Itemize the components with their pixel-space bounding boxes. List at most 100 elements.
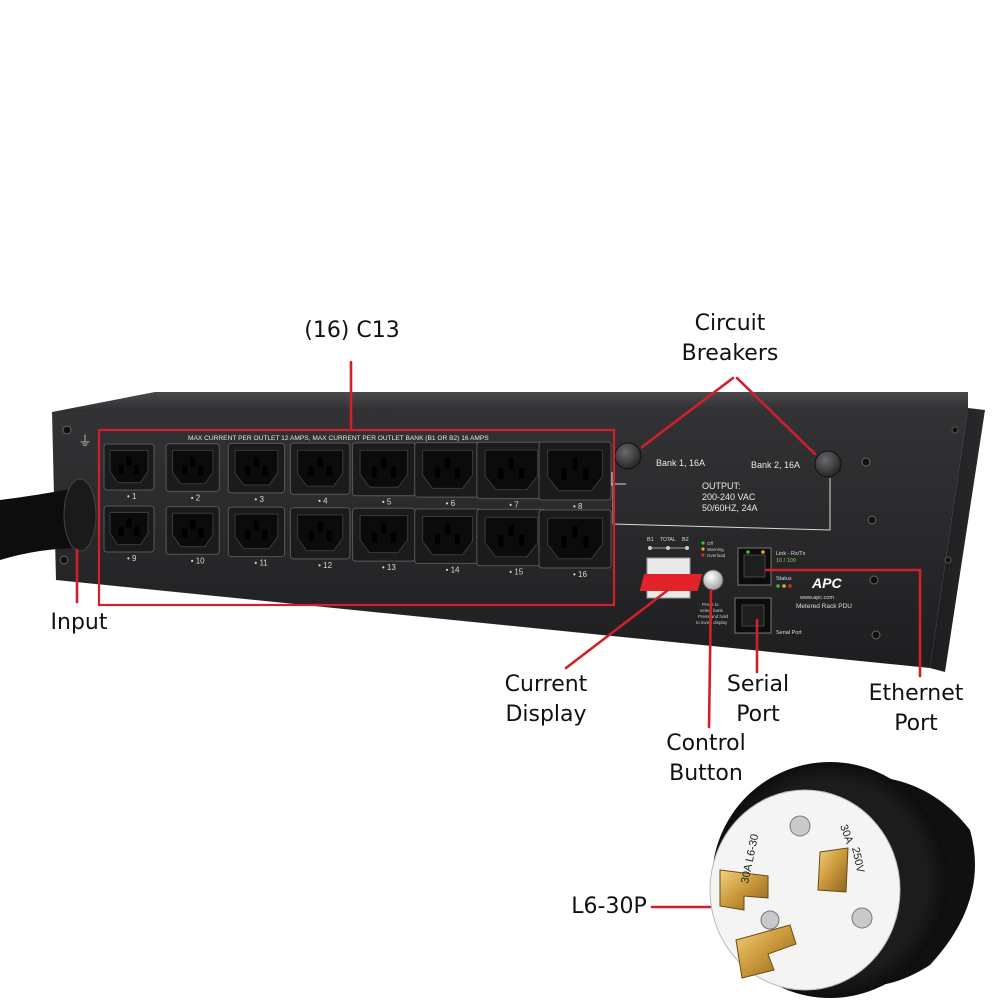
svg-text:Warning: Warning <box>707 547 724 552</box>
svg-text:Off: Off <box>707 541 714 546</box>
bank-indicator-group: B1 TOTAL B2 <box>647 537 689 550</box>
outlet-number-8: • 8 <box>573 502 583 511</box>
input-cord-strain-relief <box>63 478 97 552</box>
breaker-2-leader <box>735 376 817 456</box>
status-leds <box>776 584 792 588</box>
plug-blade <box>817 847 849 893</box>
outlet-number-13: • 13 <box>382 563 396 572</box>
c13-outlet-7[interactable] <box>476 441 547 500</box>
c13-outlet-1[interactable] <box>103 443 155 491</box>
c13-outlet-3[interactable] <box>227 442 286 494</box>
screw <box>869 575 879 585</box>
c13-outlet-16[interactable] <box>538 509 612 569</box>
c13-outlet-13[interactable] <box>352 507 416 562</box>
ethernet-port-callout-label: Ethernet Port <box>868 681 964 736</box>
indicator-total: TOTAL <box>660 537 676 543</box>
svg-text:APC: APC <box>811 575 842 591</box>
output-line-2: 200-240 VAC <box>702 492 756 502</box>
screw <box>871 630 881 640</box>
outlet-number-16: • 16 <box>573 570 587 579</box>
plug-callout-label: L6-30P <box>571 894 647 919</box>
chassis-top <box>52 392 968 412</box>
input-callout-label: Input <box>50 610 108 635</box>
model-label: Metered Rack PDU <box>796 603 852 610</box>
c13-outlet-4[interactable] <box>289 442 351 495</box>
outlets-highlight-box <box>97 428 616 607</box>
plug-blade <box>719 869 769 911</box>
svg-text:Press and hold: Press and hold <box>698 614 729 619</box>
outlet-number-11: • 11 <box>254 559 268 568</box>
outlet-number-4: • 4 <box>318 496 328 505</box>
svg-text:Overload: Overload <box>707 553 726 558</box>
screw <box>59 555 69 565</box>
outlet-number-15: • 15 <box>509 568 523 577</box>
outlet-grid <box>103 441 612 569</box>
ethernet-leader <box>764 568 922 678</box>
c13-outlet-9[interactable] <box>103 505 155 553</box>
serial-port[interactable] <box>734 597 772 634</box>
plug-screw <box>851 907 873 929</box>
ground-icon: ⏚ <box>78 434 92 450</box>
c13-outlet-8[interactable] <box>538 441 612 501</box>
c13-outlet-10[interactable] <box>165 506 220 555</box>
c13-outlet-2[interactable] <box>165 443 220 492</box>
outlet-number-14: • 14 <box>446 565 460 574</box>
apc-logo: APC <box>639 574 842 591</box>
output-line-1: OUTPUT: <box>702 481 741 491</box>
apc-website: www.apc.com <box>799 595 834 601</box>
outlet-number-3: • 3 <box>254 495 264 504</box>
control-button-callout-label: Control Button <box>666 731 746 786</box>
chassis-right-side <box>930 408 985 672</box>
breaker-bank-1[interactable] <box>614 442 642 470</box>
outlet-number-5: • 5 <box>382 498 392 507</box>
svg-text:to invert display: to invert display <box>696 620 728 625</box>
bank-1-label: Bank 1, 16A <box>656 458 705 468</box>
serial-port-label: Serial Port <box>776 630 802 636</box>
outlet-number-labels: • 1 • 2 • 3 • 4 • 5 • 6 • 7 • 8 • 9 • 10 • 11 • 12 •… <box>127 492 587 579</box>
outlet-number-2: • 2 <box>191 493 201 502</box>
screw <box>62 425 72 435</box>
serial-port-callout-label: Serial Port <box>726 672 790 727</box>
svg-text:select bank.: select bank. <box>700 608 724 613</box>
link-label: Link - Rx/Tx <box>776 551 806 557</box>
plug-blade <box>735 924 797 979</box>
display-leader <box>564 588 670 670</box>
speed-label: 10 / 100 <box>776 558 796 564</box>
c13-outlet-5[interactable] <box>352 442 416 497</box>
indicator-b2: B2 <box>682 537 689 543</box>
ethernet-port[interactable] <box>737 547 772 586</box>
screw <box>867 515 877 525</box>
outlet-number-6: • 6 <box>446 499 456 508</box>
c13-outlet-12[interactable] <box>289 507 351 560</box>
indicator-b1: B1 <box>647 537 654 543</box>
c13-outlet-6[interactable] <box>414 442 481 498</box>
outlet-number-9: • 9 <box>127 554 137 563</box>
breaker-bank-2[interactable] <box>814 450 842 478</box>
bank-2-label: Bank 2, 16A <box>751 460 800 470</box>
button-leader <box>707 588 713 729</box>
c13-outlet-15[interactable] <box>476 508 547 567</box>
l6-30p-plug: 30A L6-30 30A 250V <box>709 762 975 998</box>
c13-outlet-14[interactable] <box>414 508 481 564</box>
output-line-3: 50/60HZ, 24A <box>702 503 758 513</box>
input-cord <box>0 478 97 560</box>
top-notice: MAX CURRENT PER OUTLET 12 AMPS, MAX CURR… <box>188 435 489 442</box>
current-display-callout-label: Current Display <box>504 672 588 727</box>
outlet-number-12: • 12 <box>318 561 332 570</box>
plug-rating-volts: 250V <box>849 846 866 874</box>
plug-screw <box>760 910 780 930</box>
c13-outlet-11[interactable] <box>227 506 286 558</box>
outlet-number-10: • 10 <box>191 556 205 565</box>
plug-screw <box>789 815 811 837</box>
outlet-number-1: • 1 <box>127 492 137 501</box>
breaker-1-leader <box>640 376 735 449</box>
screw <box>861 457 871 467</box>
status-led-legend: Off Warning Overload <box>701 541 726 558</box>
outlet-number-7: • 7 <box>509 501 519 510</box>
control-button[interactable] <box>702 569 724 591</box>
screw <box>951 426 959 434</box>
status-label: Status <box>776 576 792 582</box>
breakers-callout-label: Circuit Breakers <box>681 311 779 366</box>
outlets-callout-label: (16) C13 <box>304 318 400 343</box>
